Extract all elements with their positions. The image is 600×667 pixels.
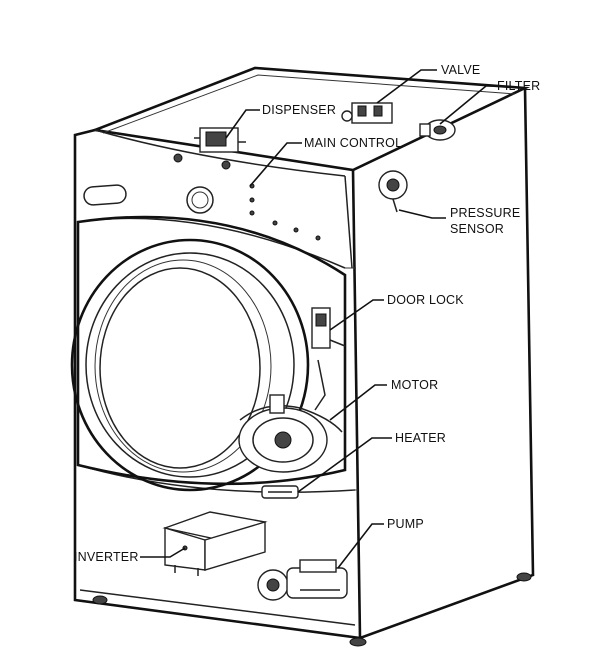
door-lock-leader — [329, 299, 384, 331]
dispenser-leader — [225, 109, 260, 139]
valve-leader — [376, 69, 437, 104]
motor-part — [238, 359, 343, 473]
label-pressure: PRESSURE — [450, 206, 520, 220]
label-sensor: SENSOR — [450, 222, 504, 236]
label-filter: FILTER — [497, 79, 540, 93]
detergent-drawer-handle — [83, 184, 127, 206]
label-door-lock: DOOR LOCK — [387, 293, 464, 307]
label-heater: HEATER — [395, 431, 446, 445]
valve-part — [341, 102, 393, 124]
door — [70, 215, 347, 492]
dispenser-part — [194, 127, 246, 153]
selector-knob — [186, 186, 214, 214]
label-valve: VALVE — [441, 63, 480, 77]
inverter-leader — [140, 547, 186, 558]
pump-part — [257, 559, 348, 601]
main-control-leader — [249, 142, 302, 187]
labels: VALVE FILTER DISPENSER MAIN CONTROL PRES… — [74, 63, 540, 564]
pump-leader — [337, 523, 384, 569]
label-pump: PUMP — [387, 517, 424, 531]
heater-leader — [297, 437, 392, 493]
filter-leader — [439, 85, 495, 125]
heater-part — [261, 485, 299, 499]
control-panel — [83, 153, 321, 241]
cabinet — [73, 66, 535, 647]
pressure-sensor-part — [378, 170, 408, 213]
label-dispenser: DISPENSER — [262, 103, 336, 117]
label-inverter: INVERTER — [74, 550, 139, 564]
door-lock-part — [311, 307, 346, 349]
inverter-part — [162, 511, 268, 576]
label-motor: MOTOR — [391, 378, 438, 392]
label-main-control: MAIN CONTROL — [304, 136, 402, 150]
filter-part — [419, 119, 456, 141]
motor-leader — [329, 384, 387, 421]
leader-lines — [140, 69, 495, 569]
pressure-sensor-leader — [398, 209, 446, 219]
